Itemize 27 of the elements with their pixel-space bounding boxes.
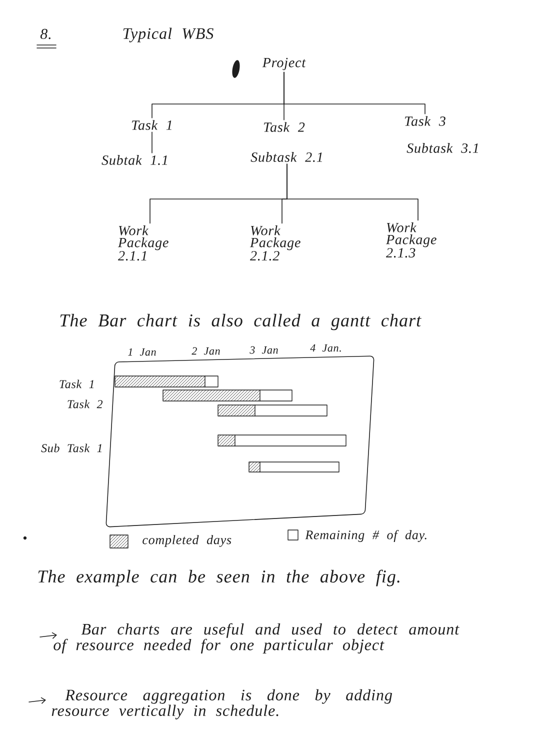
date-label: 4 Jan.: [310, 344, 341, 352]
heading: Typical WBS: [123, 28, 214, 42]
date-label: 1 Jan: [128, 348, 156, 356]
tree-label: Work Package 2.1.2: [250, 225, 300, 261]
legend-label: Remaining # of day.: [305, 530, 426, 542]
legend-label: completed days: [142, 535, 232, 547]
tree-label: Subtask 2.1: [250, 152, 322, 162]
tree-label: Work Package 2.1.1: [118, 225, 168, 261]
tree-label: Task 2: [264, 122, 305, 132]
tree-label: Project: [262, 58, 306, 70]
row-label: Task 1: [60, 380, 94, 388]
tree-label: Task 1: [132, 120, 172, 130]
tree-label: Work Package 2.1.3: [386, 222, 436, 258]
tree-label: Subtask 3.1: [406, 143, 478, 153]
date-label: 2 Jan: [192, 347, 220, 355]
note-text: Bar charts are useful and used to detect amount of resource needed for one particular object: [54, 623, 460, 654]
question-number: 8.: [40, 28, 50, 40]
tree-label: Subtak 1.1: [102, 155, 167, 165]
note-text: Resource aggregation is done by adding resource vertically in schedule.: [52, 689, 392, 720]
date-label: 3 Jan: [250, 346, 278, 354]
tree-label: Task 3: [405, 116, 446, 126]
row-label: Sub Task 1: [41, 444, 102, 452]
row-label: Task 2: [68, 400, 103, 408]
connector-line: [286, 164, 418, 221]
sentence: The Bar chart is also called a gantt chart: [60, 314, 422, 330]
connector-line: [284, 72, 426, 114]
sentence: The example can be seen in the above fig.: [38, 570, 400, 586]
